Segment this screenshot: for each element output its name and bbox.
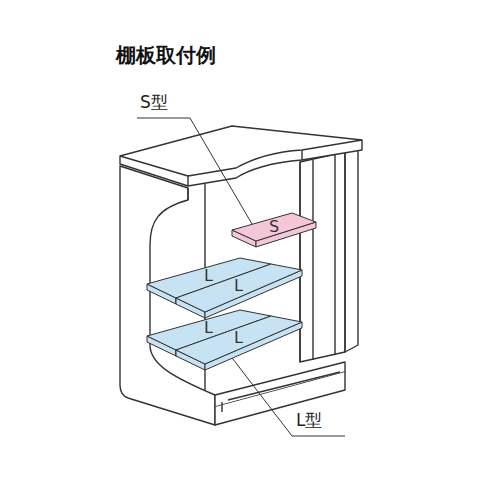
shelf-letter: S: [269, 219, 279, 235]
shelf-letter: L: [234, 278, 243, 294]
shelf-letter: L: [204, 268, 213, 284]
shelf-s: S: [232, 213, 316, 247]
shelf-letter: L: [204, 320, 213, 336]
shelf-letter: L: [234, 330, 243, 346]
shelf-l: L: [176, 316, 302, 370]
shelf-type-label: L型: [296, 412, 322, 429]
diagram-title: 棚板取付例: [116, 45, 216, 65]
shelf-type-label: S型: [140, 94, 168, 111]
